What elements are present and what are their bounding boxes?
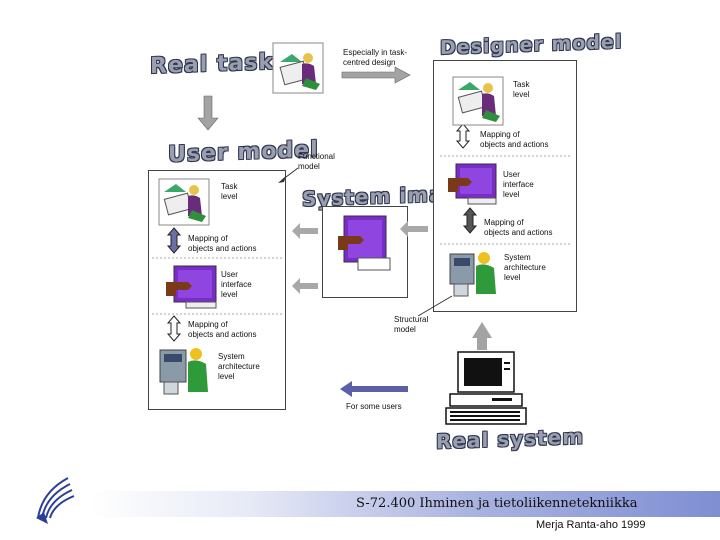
arrow-real-to-designer [341, 66, 411, 84]
architecture-clipart [449, 252, 496, 297]
label-especially: Especially in task- centred design [343, 48, 408, 67]
designer-double-arrow-2 [462, 207, 478, 234]
user-mapping-2: Mapping of objects and actions [188, 320, 257, 339]
label-functional-model: Functional model [298, 152, 335, 171]
designer-ui-level: User interface level [503, 170, 534, 199]
user-task-level: Task level [221, 182, 238, 201]
label-structural-model: Structural model [394, 315, 429, 334]
logo-wings [36, 477, 75, 524]
designer-double-arrow-1 [455, 123, 471, 149]
user-double-arrow-2 [166, 315, 182, 342]
arrow-for-some-users [340, 381, 408, 397]
ui-clipart [448, 163, 497, 205]
user-arch-level: System architecture level [218, 352, 260, 381]
designer-mapping-1: Mapping of objects and actions [480, 130, 549, 149]
arrow-arch-to-user [292, 278, 318, 294]
arrow-system-to-user-1 [400, 221, 428, 237]
arrow-real-to-user [197, 95, 219, 131]
task-clipart [158, 178, 210, 226]
footer-course: S-72.400 Ihminen ja tietoliikennetekniik… [356, 496, 638, 511]
arrow-real-system-up [472, 322, 492, 350]
task-clipart [272, 42, 324, 94]
arrow-system-to-user-2 [292, 223, 318, 239]
user-double-arrow-1 [166, 227, 182, 254]
user-ui-level: User interface level [221, 270, 252, 299]
designer-mapping-2: Mapping of objects and actions [484, 218, 553, 237]
footer-author: Merja Ranta-aho 1999 [536, 519, 646, 531]
task-clipart [452, 76, 504, 126]
architecture-clipart [159, 348, 208, 395]
label-for-some-users: For some users [346, 402, 402, 411]
user-mapping-1: Mapping of objects and actions [188, 234, 257, 253]
designer-task-level: Task level [513, 80, 530, 99]
footer-bar [90, 491, 720, 517]
computer-clipart [445, 351, 527, 425]
designer-arch-level: System architecture level [504, 253, 546, 282]
ui-clipart [338, 215, 391, 271]
ui-clipart [166, 265, 217, 309]
